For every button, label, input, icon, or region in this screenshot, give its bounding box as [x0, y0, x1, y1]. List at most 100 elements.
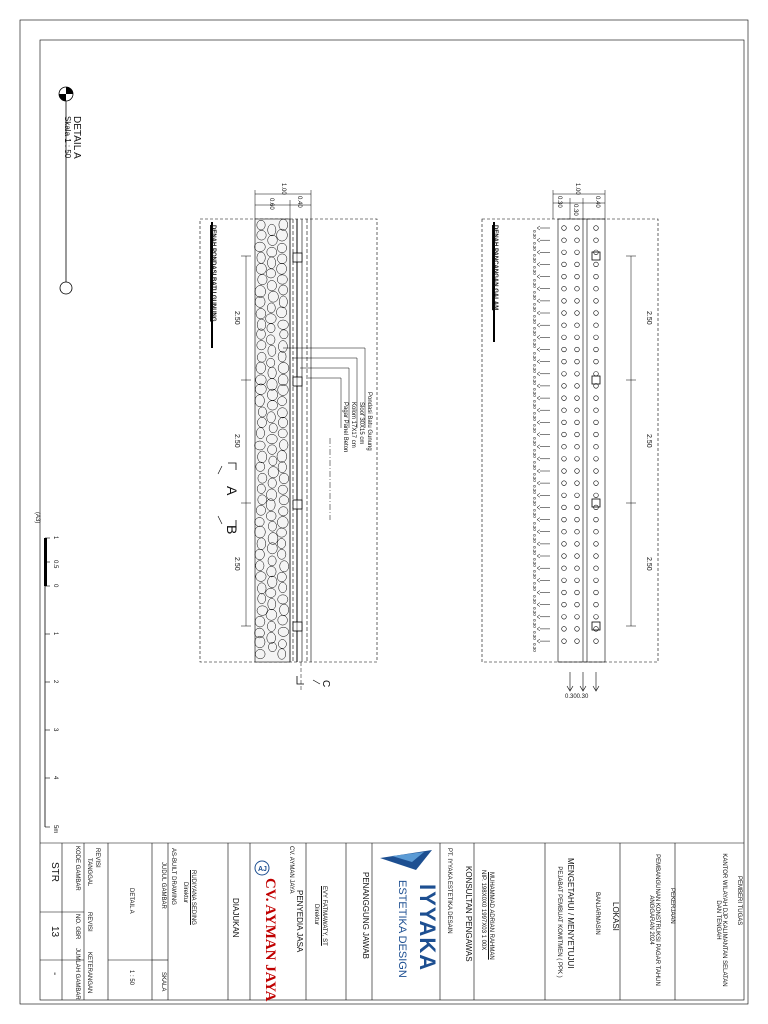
- galam-pile: [593, 225, 599, 231]
- galam-pile: [561, 638, 567, 644]
- scale-tick-label: 0: [52, 584, 58, 588]
- stone: [257, 472, 268, 484]
- penyedia-company: CV. AYMAN JAYA: [288, 846, 294, 894]
- pile-spacing-label: 0.30: [532, 290, 537, 300]
- column-4: [292, 621, 303, 632]
- galam-pile: [561, 468, 567, 474]
- diajukan-label: DIAJUKAN: [231, 898, 240, 938]
- galam-pile: [561, 577, 567, 583]
- galam-pile: [574, 626, 580, 632]
- section-cut-c: C: [320, 680, 331, 688]
- stone: [254, 285, 266, 298]
- stone: [257, 274, 268, 286]
- galam-pile: [561, 383, 567, 389]
- pile-spacing-label: 0.30: [532, 485, 537, 494]
- stone: [277, 253, 288, 264]
- galam-pile: [593, 346, 599, 353]
- stone: [267, 477, 277, 489]
- plan-pancangan-title: DENAH PANCANGAN GALAM: [492, 225, 498, 311]
- pile-spacing-label: 0.30: [532, 351, 537, 361]
- stone: [279, 560, 289, 573]
- pile-spacing-label: 0.30: [532, 412, 537, 421]
- stone: [254, 241, 266, 252]
- pile-spacing-label: 0.30: [532, 558, 537, 567]
- plan-pancangan-dim-a: 0.30: [556, 196, 562, 208]
- pile-spacing-arrow: [536, 262, 541, 267]
- pile-spacing-label: 0.30: [532, 387, 537, 397]
- kode-gambar-label: KODE GAMBAR: [74, 846, 80, 891]
- ayman-jaya-logo-word: CV. AYMAN JAYA: [262, 878, 278, 1002]
- callout-pondasi: Pondasi Batu Gunung: [366, 392, 372, 451]
- skala-value: 1 : 50: [128, 970, 134, 986]
- galam-pile: [574, 419, 580, 426]
- pile-spacing-label: 0.30: [532, 545, 537, 555]
- pile-spacing-arrow: [536, 371, 541, 377]
- callout-sloof: Sloof 30X15 cm: [358, 402, 364, 445]
- pile-spacing-arrow: [536, 468, 541, 474]
- stone: [277, 384, 289, 396]
- judul-gambar-label: JUDUL GAMBAR: [160, 862, 166, 909]
- stone: [265, 588, 277, 598]
- galam-pile: [574, 553, 580, 559]
- galam-pile: [574, 261, 580, 268]
- galam-pile: [561, 614, 567, 620]
- galam-pile: [574, 492, 580, 498]
- galam-pile: [593, 359, 599, 365]
- ppk-nip: NIP. 198X0X0 1997X03 1 00X: [480, 870, 486, 951]
- stone: [257, 352, 267, 363]
- skala-label: SKALA: [160, 972, 166, 992]
- scale-tick-label: 1: [52, 536, 58, 540]
- stone: [257, 417, 267, 428]
- pile-spacing-arrow: [536, 541, 541, 547]
- galam-pile: [593, 456, 599, 462]
- scale-tick-label: 2: [52, 680, 58, 684]
- stone: [277, 428, 288, 439]
- galam-pile: [574, 395, 580, 401]
- pile-spacing-label: 0.30: [532, 339, 537, 349]
- column-marker: [591, 251, 601, 261]
- pile-spacing-label: 0.30: [532, 533, 537, 543]
- galam-pile: [574, 456, 580, 462]
- pile-spacing-arrow: [536, 626, 541, 632]
- lokasi-value: BANJARMASIN: [594, 892, 600, 935]
- stone: [267, 466, 279, 479]
- pile-spacing-label: 0.30: [532, 448, 537, 458]
- stone: [268, 520, 277, 532]
- galam-pile: [574, 601, 580, 608]
- pemberi-tugas-label: PEMBERI TUGAS: [736, 876, 742, 926]
- iyyaka-logo-word: IYYAKA: [415, 884, 440, 972]
- stone: [256, 340, 267, 351]
- stone: [277, 396, 287, 406]
- pile-spacing-label: 0.30: [532, 497, 537, 507]
- pile-spacing-arrow: [536, 590, 541, 595]
- galam-pile: [561, 553, 567, 559]
- plan-pancangan-span-1: 2.50: [645, 311, 652, 325]
- plan-pancangan-dim-total: 1.00: [574, 183, 580, 195]
- diajukan-name: RUDIYANA SEDING: [190, 870, 196, 925]
- stone: [277, 648, 287, 660]
- pile-spacing-arrow: [536, 456, 541, 462]
- stone: [256, 318, 267, 331]
- galam-pile: [574, 529, 580, 535]
- stone: [278, 218, 288, 231]
- pile-spacing-label: 0.30: [532, 424, 537, 434]
- galam-pile: [561, 395, 567, 401]
- detail-a-marker: [58, 86, 74, 295]
- galam-pile: [561, 249, 567, 255]
- pile-spacing-arrow: [536, 225, 541, 231]
- pekerjaan-value: PEMBANGUNAN KONSTRUKSI PAGAR TAHUN ANGGA…: [648, 854, 660, 986]
- stone: [277, 461, 287, 474]
- galam-pile: [574, 249, 580, 255]
- pile-spacing-arrow: [536, 614, 541, 620]
- galam-pile: [561, 565, 567, 571]
- plan-pondasi-title: DENAH PONDASI BATU GUNUNG: [210, 225, 216, 322]
- stone: [254, 440, 266, 451]
- galam-pile: [561, 431, 567, 438]
- pile-spacing-arrow: [536, 286, 541, 291]
- pile-spacing-label: 0.30: [532, 400, 537, 409]
- stone: [266, 323, 276, 333]
- stone: [278, 495, 289, 506]
- pile-spacing-arrow: [536, 322, 541, 328]
- plan-pondasi-dim-b: 0.40: [296, 196, 302, 208]
- stone: [277, 626, 289, 637]
